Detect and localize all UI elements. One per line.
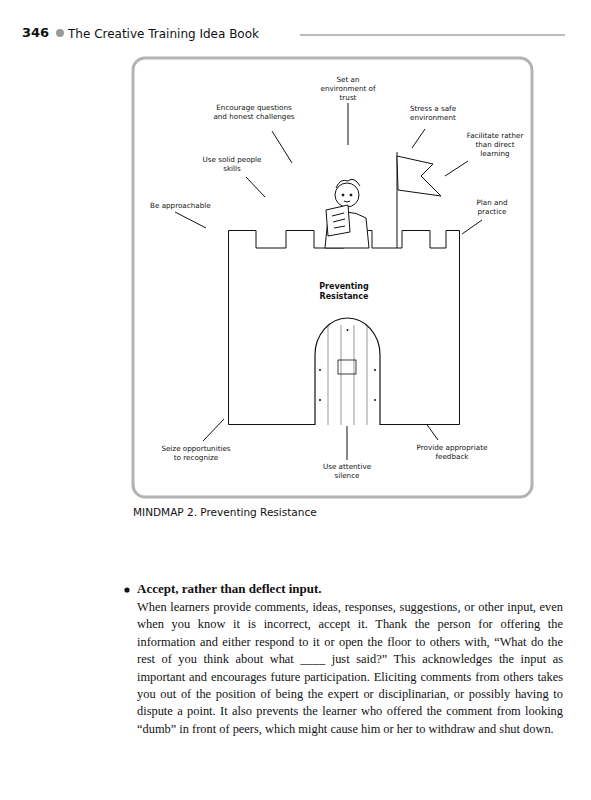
door-stud <box>374 369 376 371</box>
spoke-label: Stress a safe environment <box>398 104 468 122</box>
spoke-label: Encourage questions and honest challenge… <box>212 103 296 121</box>
spoke-label: Use solid people skills <box>202 155 262 173</box>
flag <box>397 156 441 196</box>
flag-pole <box>397 152 398 248</box>
door-window <box>338 360 356 374</box>
door-stud <box>374 399 376 401</box>
castle-door <box>315 318 380 425</box>
figure-caption: MINDMAP 2. Preventing Resistance <box>133 505 533 519</box>
castle-outline <box>228 230 460 425</box>
door-plank <box>328 325 329 425</box>
figure-head <box>335 183 359 207</box>
body-text: When learners provide comments, ideas, r… <box>137 599 563 738</box>
bullet-dot <box>124 587 129 592</box>
bullet-heading: Accept, rather than deflect input. <box>137 581 557 597</box>
header-dot <box>56 29 64 37</box>
node-title: Preventing Resistance <box>228 282 460 302</box>
door-plank <box>367 325 368 425</box>
spoke-label: Seize opportunities to recognize <box>158 444 234 462</box>
spoke-label: Plan and practice <box>466 198 518 216</box>
door-stud <box>319 399 321 401</box>
spoke-label: Provide appropriate feedback <box>412 443 492 461</box>
page-number: 346 <box>22 25 62 41</box>
spoke-label: Be approachable <box>150 201 220 210</box>
door-plank <box>354 325 355 425</box>
castle-wall-outline <box>229 231 460 425</box>
door-stud <box>347 329 349 331</box>
castle-wall: Preventing Resistance <box>228 230 460 425</box>
leader-lines <box>175 103 482 460</box>
spoke-label: Use attentive silence <box>317 462 377 480</box>
door-plank <box>341 325 342 425</box>
door-stud <box>319 369 321 371</box>
running-head: The Creative Training Idea Book <box>68 26 308 42</box>
figure-hair <box>336 179 360 188</box>
mindmap-frame <box>133 58 532 497</box>
header-rule <box>300 35 565 36</box>
spoke-label: Facilitate rather than direct learning <box>462 131 528 158</box>
spoke-label: Set an environment of trust <box>318 75 378 102</box>
